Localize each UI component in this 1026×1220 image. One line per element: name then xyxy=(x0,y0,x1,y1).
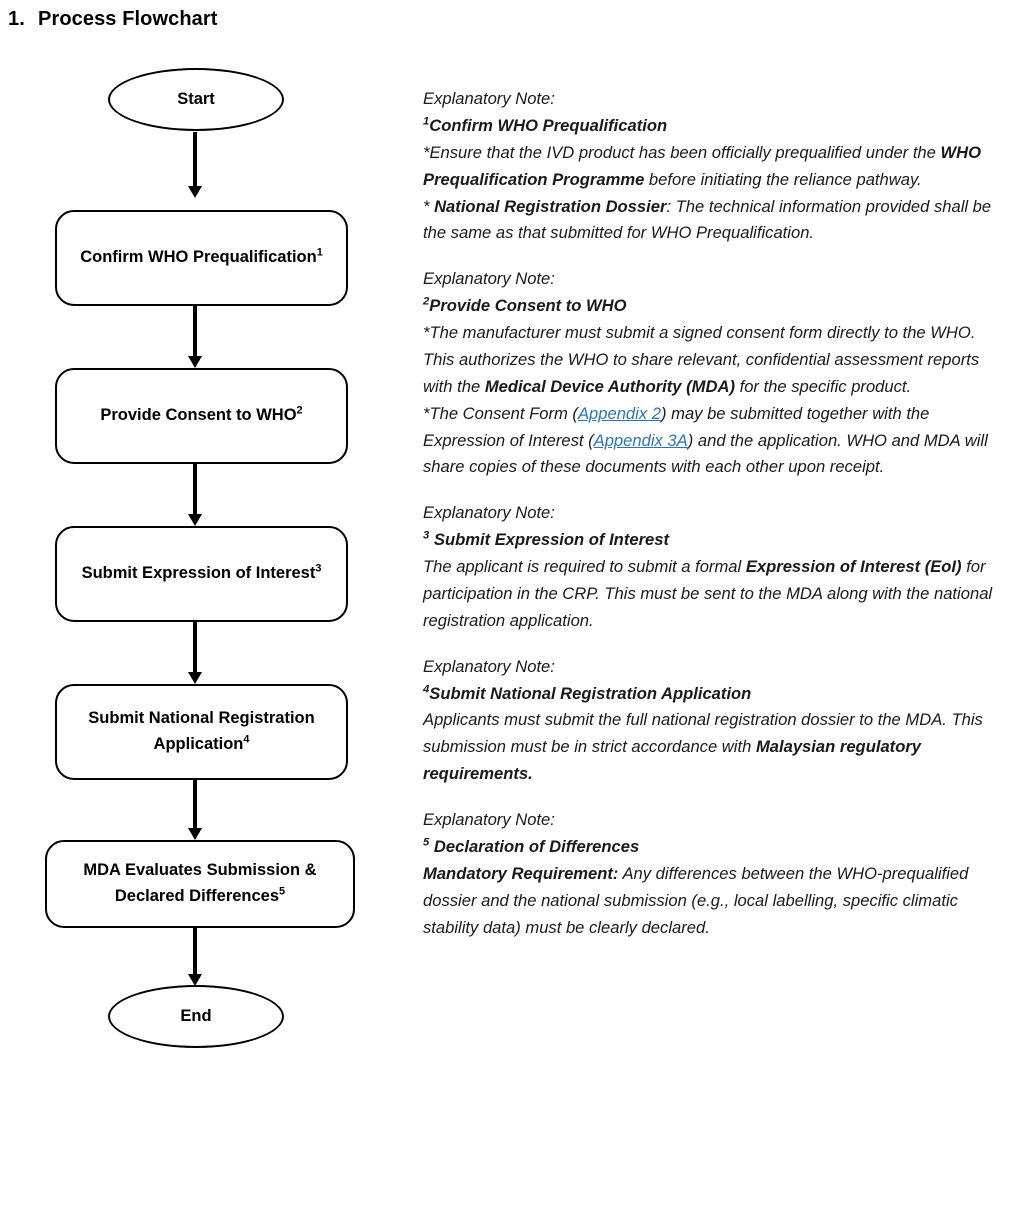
flow-node-step2-superscript: 2 xyxy=(296,404,303,417)
note-paragraph-1-2: * National Registration Dossier: The tec… xyxy=(423,196,992,243)
arrow-shaft xyxy=(193,780,197,829)
explanatory-note-3: Explanatory Note: 3 Submit Expression of… xyxy=(423,500,1011,634)
note-marker-3: 3 xyxy=(423,529,430,542)
arrow-head xyxy=(188,514,202,526)
note-label-4: Explanatory Note: xyxy=(423,656,555,676)
arrow-shaft xyxy=(193,928,197,975)
flow-arrow-step2-to-step3 xyxy=(188,464,202,526)
flow-node-step5-superscript: 5 xyxy=(279,885,286,898)
flow-node-provide-consent-to-who[interactable]: Provide Consent to WHO2 xyxy=(55,368,348,464)
flow-arrow-step4-to-step5 xyxy=(188,780,202,840)
page-title-number: 1. xyxy=(8,8,25,30)
note-paragraph-2-1: *The manufacturer must submit a signed c… xyxy=(423,323,980,396)
flow-node-submit-national-registration-application[interactable]: Submit National Registration Application… xyxy=(55,684,348,780)
flow-arrow-step5-to-end xyxy=(188,928,202,986)
note-paragraph-2-2: *The Consent Form (Appendix 2) may be su… xyxy=(423,403,988,477)
page-title-text: Process Flowchart xyxy=(38,8,218,30)
arrow-shaft xyxy=(193,306,197,357)
explanatory-note-2: Explanatory Note: 2Provide Consent to WH… xyxy=(423,266,1011,481)
note-title-2: 2Provide Consent to WHO xyxy=(423,295,627,316)
flow-arrow-step3-to-step4 xyxy=(188,622,202,684)
arrow-shaft xyxy=(193,464,197,515)
flow-node-start[interactable]: Start xyxy=(108,68,284,131)
explanatory-note-1: Explanatory Note: 1Confirm WHO Prequalif… xyxy=(423,86,1011,247)
page-title: 1. Process Flowchart xyxy=(8,8,428,31)
explanatory-note-4: Explanatory Note: 4Submit National Regis… xyxy=(423,654,1011,788)
note-paragraph-4-1: Applicants must submit the full national… xyxy=(423,710,983,784)
flow-node-end[interactable]: End xyxy=(108,985,284,1048)
arrow-shaft xyxy=(193,132,197,187)
arrow-head xyxy=(188,186,202,198)
appendix-3a-link[interactable]: Appendix 3A xyxy=(593,430,688,450)
flow-node-submit-expression-of-interest[interactable]: Submit Expression of Interest3 xyxy=(55,526,348,622)
note-label-3: Explanatory Note: xyxy=(423,503,555,523)
flow-node-step3-superscript: 3 xyxy=(315,562,322,575)
arrow-head xyxy=(188,672,202,684)
note-marker-2: 2 xyxy=(423,295,430,308)
flow-node-step4-label: Submit National Registration Application… xyxy=(88,709,315,753)
flow-node-step1-label: Confirm WHO Prequalification1 xyxy=(80,246,323,267)
note-label-2: Explanatory Note: xyxy=(423,269,555,289)
flow-node-step3-label: Submit Expression of Interest3 xyxy=(81,562,322,583)
note-paragraph-1-1: *Ensure that the IVD product has been of… xyxy=(423,142,982,189)
flow-node-step4-superscript: 4 xyxy=(243,733,250,746)
flow-node-confirm-who-prequalification[interactable]: Confirm WHO Prequalification1 xyxy=(55,210,348,306)
flow-node-step1-superscript: 1 xyxy=(316,246,323,259)
flow-arrow-step1-to-step2 xyxy=(188,306,202,368)
flow-node-end-label: End xyxy=(180,1006,212,1025)
note-paragraph-3-1: The applicant is required to submit a fo… xyxy=(423,557,993,630)
note-label-1: Explanatory Note: xyxy=(423,89,555,108)
flow-node-start-label: Start xyxy=(177,89,215,108)
arrow-head xyxy=(188,974,202,986)
note-marker-1: 1 xyxy=(423,115,430,128)
note-marker-5: 5 xyxy=(423,836,430,849)
flow-node-step2-label: Provide Consent to WHO2 xyxy=(100,404,303,425)
note-label-5: Explanatory Note: xyxy=(423,810,555,829)
flow-node-mda-evaluates-submission[interactable]: MDA Evaluates Submission & Declared Diff… xyxy=(45,840,355,928)
arrow-shaft xyxy=(193,622,197,673)
note-paragraph-5-1: Mandatory Requirement: Any differences b… xyxy=(423,863,969,937)
note-title-4: 4Submit National Registration Applicatio… xyxy=(423,682,752,703)
arrow-head xyxy=(188,828,202,840)
appendix-2-link[interactable]: Appendix 2 xyxy=(577,403,661,423)
note-marker-4: 4 xyxy=(423,682,430,695)
explanatory-note-5: Explanatory Note: 5 Declaration of Diffe… xyxy=(423,807,1011,941)
note-title-3: 3 Submit Expression of Interest xyxy=(423,529,670,550)
flow-node-step5-label: MDA Evaluates Submission & Declared Diff… xyxy=(83,861,317,905)
process-flowchart: Start Confirm WHO Prequalification1 Prov… xyxy=(0,0,400,1220)
note-title-5: 5 Declaration of Differences xyxy=(423,836,640,856)
arrow-head xyxy=(188,356,202,368)
note-title-1: 1Confirm WHO Prequalification xyxy=(423,115,668,135)
flow-arrow-start-to-step1 xyxy=(188,132,202,198)
explanatory-notes-column: Explanatory Note: 1Confirm WHO Prequalif… xyxy=(423,86,1011,941)
